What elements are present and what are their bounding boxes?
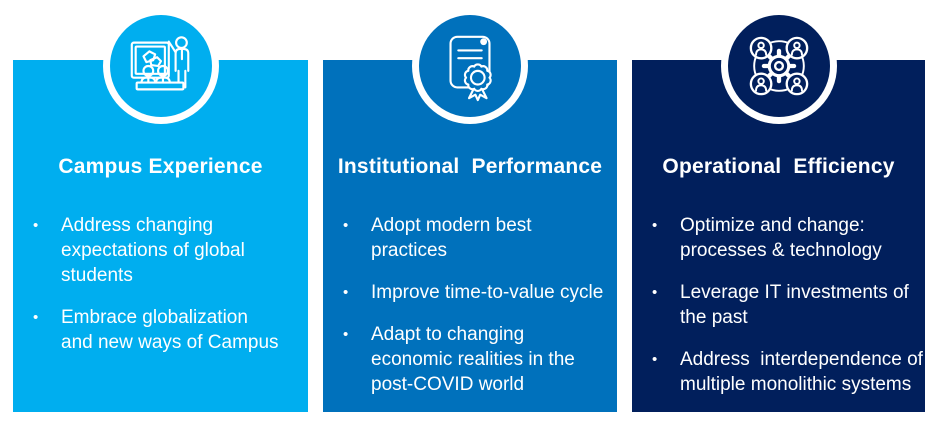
bullet-icon: • [343, 217, 349, 234]
bullet-icon: • [652, 217, 658, 234]
bullet-icon: • [343, 284, 349, 301]
bullet-text: Address interdependence of multiple mono… [680, 349, 929, 395]
card-campus-experience: Campus Experience • Address changing exp… [13, 8, 308, 412]
certificate-icon [449, 35, 492, 102]
list-item: • Improve time-to-value cycle [339, 280, 617, 305]
bullet-text: Leverage IT investments of the past [680, 282, 915, 328]
list-item: • Embrace globalization and new ways of … [29, 305, 308, 355]
team-process-gear-icon [749, 36, 808, 96]
bullet-list: • Optimize and change: processes & techn… [632, 213, 925, 397]
card-title: Operational Efficiency [662, 155, 895, 178]
icon-badge [102, 8, 219, 124]
list-item: • Address changing expectations of globa… [29, 213, 308, 288]
icon-badge-inner [109, 15, 212, 117]
bullet-icon: • [33, 309, 39, 326]
bullet-text: Improve time-to-value cycle [371, 282, 604, 303]
card-title: Campus Experience [58, 155, 263, 178]
list-item: • Leverage IT investments of the past [648, 280, 925, 330]
bullet-text: Optimize and change: processes & technol… [680, 215, 882, 261]
card-institutional-performance: Institutional Performance • Adopt modern… [323, 8, 617, 412]
card-title: Institutional Performance [337, 155, 603, 178]
list-item: • Adapt to changing economic realities i… [339, 322, 617, 397]
bullet-list: • Adopt modern best practices • Improve … [323, 213, 617, 397]
list-item: • Optimize and change: processes & techn… [648, 213, 925, 263]
bullet-text: Adopt modern best practices [371, 215, 537, 261]
card-operational-efficiency: Operational Efficiency • Optimize and ch… [632, 8, 925, 412]
icon-badge-inner [419, 15, 521, 117]
bullet-icon: • [343, 326, 349, 343]
icon-badge [412, 8, 528, 124]
bullet-text: Adapt to changing economic realities in … [371, 324, 581, 395]
icon-badge-inner [727, 15, 830, 117]
bullet-icon: • [33, 217, 39, 234]
icon-badge [720, 8, 837, 124]
bullet-icon: • [652, 284, 658, 301]
bullet-text: Address changing expectations of global … [61, 215, 251, 286]
bullet-icon: • [652, 351, 658, 368]
list-item: • Address interdependence of multiple mo… [648, 347, 925, 397]
bullet-list: • Address changing expectations of globa… [13, 213, 308, 355]
classroom-training-icon [130, 36, 189, 91]
list-item: • Adopt modern best practices [339, 213, 617, 263]
bullet-text: Embrace globalization and new ways of Ca… [61, 307, 279, 353]
